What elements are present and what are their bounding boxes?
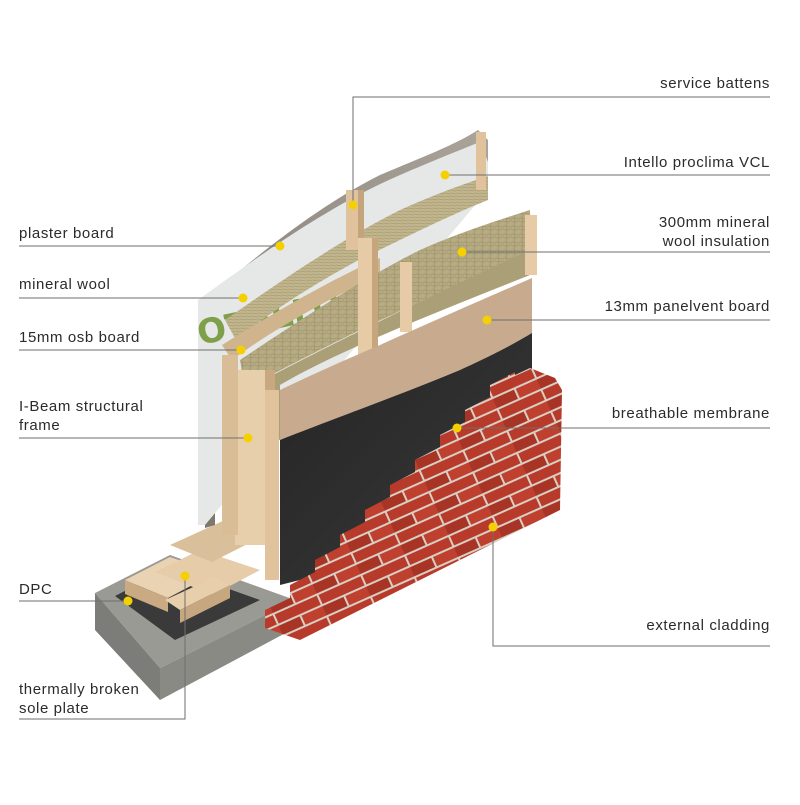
sole-plate xyxy=(125,520,265,623)
leader-lines xyxy=(19,96,770,720)
marker-service-battens xyxy=(348,200,358,210)
label-ibeam-line1: I-Beam structural xyxy=(19,398,144,415)
label-plaster-board: plaster board xyxy=(19,225,115,242)
marker-mineral-wool xyxy=(238,293,248,303)
marker-breathable xyxy=(452,423,462,433)
mineral-wool-layer xyxy=(225,176,488,340)
marker-osb-board xyxy=(236,345,246,355)
label-mineral-insulation-line1: 300mm mineral xyxy=(658,214,770,231)
label-mineral-insulation: 300mm mineral wool insulation xyxy=(659,213,770,251)
leader-service-battens xyxy=(352,96,770,205)
label-mineral-insulation-line2: wool insulation xyxy=(662,233,770,250)
label-breathable-membrane: breathable membrane xyxy=(611,405,770,422)
label-service-battens: service battens xyxy=(660,75,770,92)
label-sole-plate: thermally broken sole plate xyxy=(19,680,139,718)
label-dpc: DPC xyxy=(19,581,53,598)
insulation-front xyxy=(245,250,530,440)
label-mineral-wool: mineral wool xyxy=(19,276,111,293)
marker-panelvent xyxy=(482,315,492,325)
label-intello-vcl: Intello proclima VCL xyxy=(623,154,770,171)
osb-board xyxy=(222,258,380,360)
leader-external-cladding xyxy=(492,527,770,647)
marker-mineral-insulation xyxy=(457,247,467,257)
leader-sole-plate xyxy=(19,576,186,720)
brick-cladding xyxy=(265,368,562,640)
i-beam-frame xyxy=(222,215,537,580)
label-sole-plate-line1: thermally broken xyxy=(19,681,140,698)
callout-markers xyxy=(123,170,498,606)
label-panelvent-board: 13mm panelvent board xyxy=(604,298,770,315)
panelvent-board xyxy=(280,278,532,440)
marker-external-cladding xyxy=(488,522,498,532)
insulation-top xyxy=(240,210,530,390)
label-sole-plate-line2: sole plate xyxy=(19,700,90,717)
marker-intello-vcl xyxy=(440,170,450,180)
marker-sole-plate xyxy=(180,571,190,581)
label-ibeam-frame: I-Beam structural frame xyxy=(19,397,143,435)
label-ibeam-line2: frame xyxy=(19,417,61,434)
marker-ibeam xyxy=(243,433,253,443)
label-external-cladding: external cladding xyxy=(646,617,770,634)
marker-plaster-board xyxy=(275,241,285,251)
marker-dpc xyxy=(123,596,133,606)
label-osb-board: 15mm osb board xyxy=(19,329,140,346)
